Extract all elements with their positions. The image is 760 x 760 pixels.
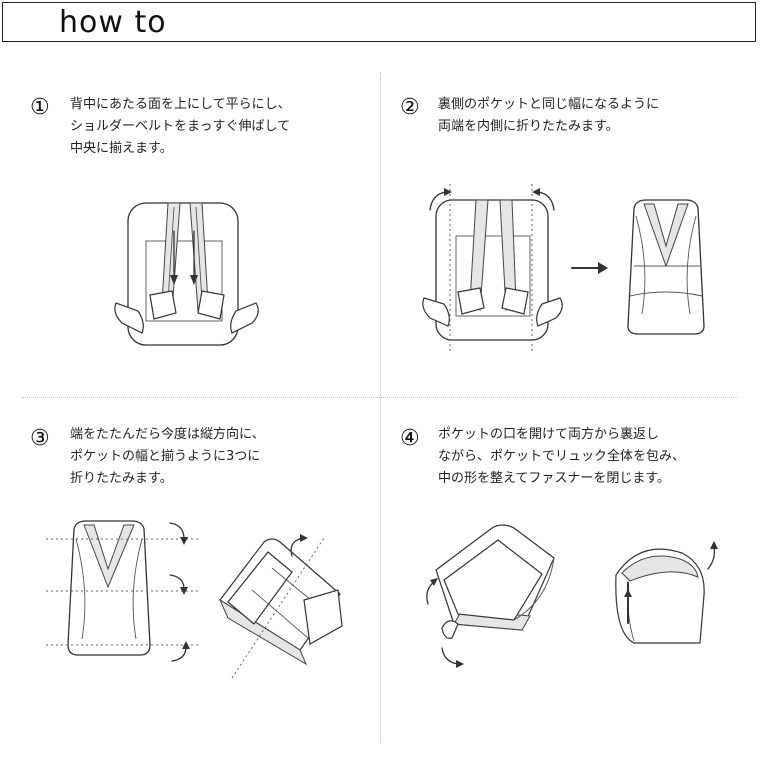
step-1-number: ①	[30, 95, 50, 120]
title-bar: how to	[2, 2, 756, 42]
step-3-illustration-rolled	[218, 534, 343, 679]
vertical-divider	[380, 72, 381, 742]
step-4-number: ④	[400, 426, 420, 451]
step-2-arrow-icon	[571, 262, 608, 274]
horizontal-divider	[22, 397, 738, 398]
step-2-number: ②	[400, 95, 420, 120]
step-1-line: ショルダーベルトをまっすぐ伸ばして	[70, 119, 291, 134]
page-title: how to	[59, 5, 167, 40]
step-3-text: 端をたたんだら今度は縦方向に、 ポケットの幅と揃うように3つに 折りたたみます。	[70, 424, 265, 490]
step-1-text: 背中にあたる面を上にして平らにし、 ショルダーベルトをまっすぐ伸ばして 中央に揃…	[70, 94, 291, 160]
step-1-line: 中央に揃えます。	[70, 141, 173, 156]
step-1-illustration	[114, 202, 259, 346]
step-2-illustration-open	[422, 184, 563, 352]
step-2-line: 裏側のポケットと同じ幅になるように	[438, 97, 660, 112]
step-4-illustration-wrap	[426, 524, 555, 668]
step-4-line: 中の形を整えてファスナーを閉じます。	[438, 471, 671, 486]
step-3-line: 端をたたんだら今度は縦方向に、	[70, 427, 265, 442]
step-1-line: 背中にあたる面を上にして平らにし、	[70, 97, 291, 112]
step-4-illustration-closed	[615, 541, 718, 644]
step-2-line: 両端を内側に折りたたみます。	[438, 119, 619, 134]
step-3-line: 折りたたみます。	[70, 471, 173, 486]
step-2-text: 裏側のポケットと同じ幅になるように 両端を内側に折りたたみます。	[438, 94, 659, 138]
step-3-illustration-fold	[46, 520, 200, 662]
step-4-text: ポケットの口を開けて両方から裏返し ながら、ポケットでリュック全体を包み、 中の…	[438, 424, 685, 490]
step-3-number: ③	[30, 426, 50, 451]
step-4-line: ながら、ポケットでリュック全体を包み、	[438, 449, 686, 464]
step-2-illustration-folded	[627, 199, 705, 335]
step-3-line: ポケットの幅と揃うように3つに	[70, 449, 261, 464]
step-4-line: ポケットの口を開けて両方から裏返し	[438, 427, 660, 442]
